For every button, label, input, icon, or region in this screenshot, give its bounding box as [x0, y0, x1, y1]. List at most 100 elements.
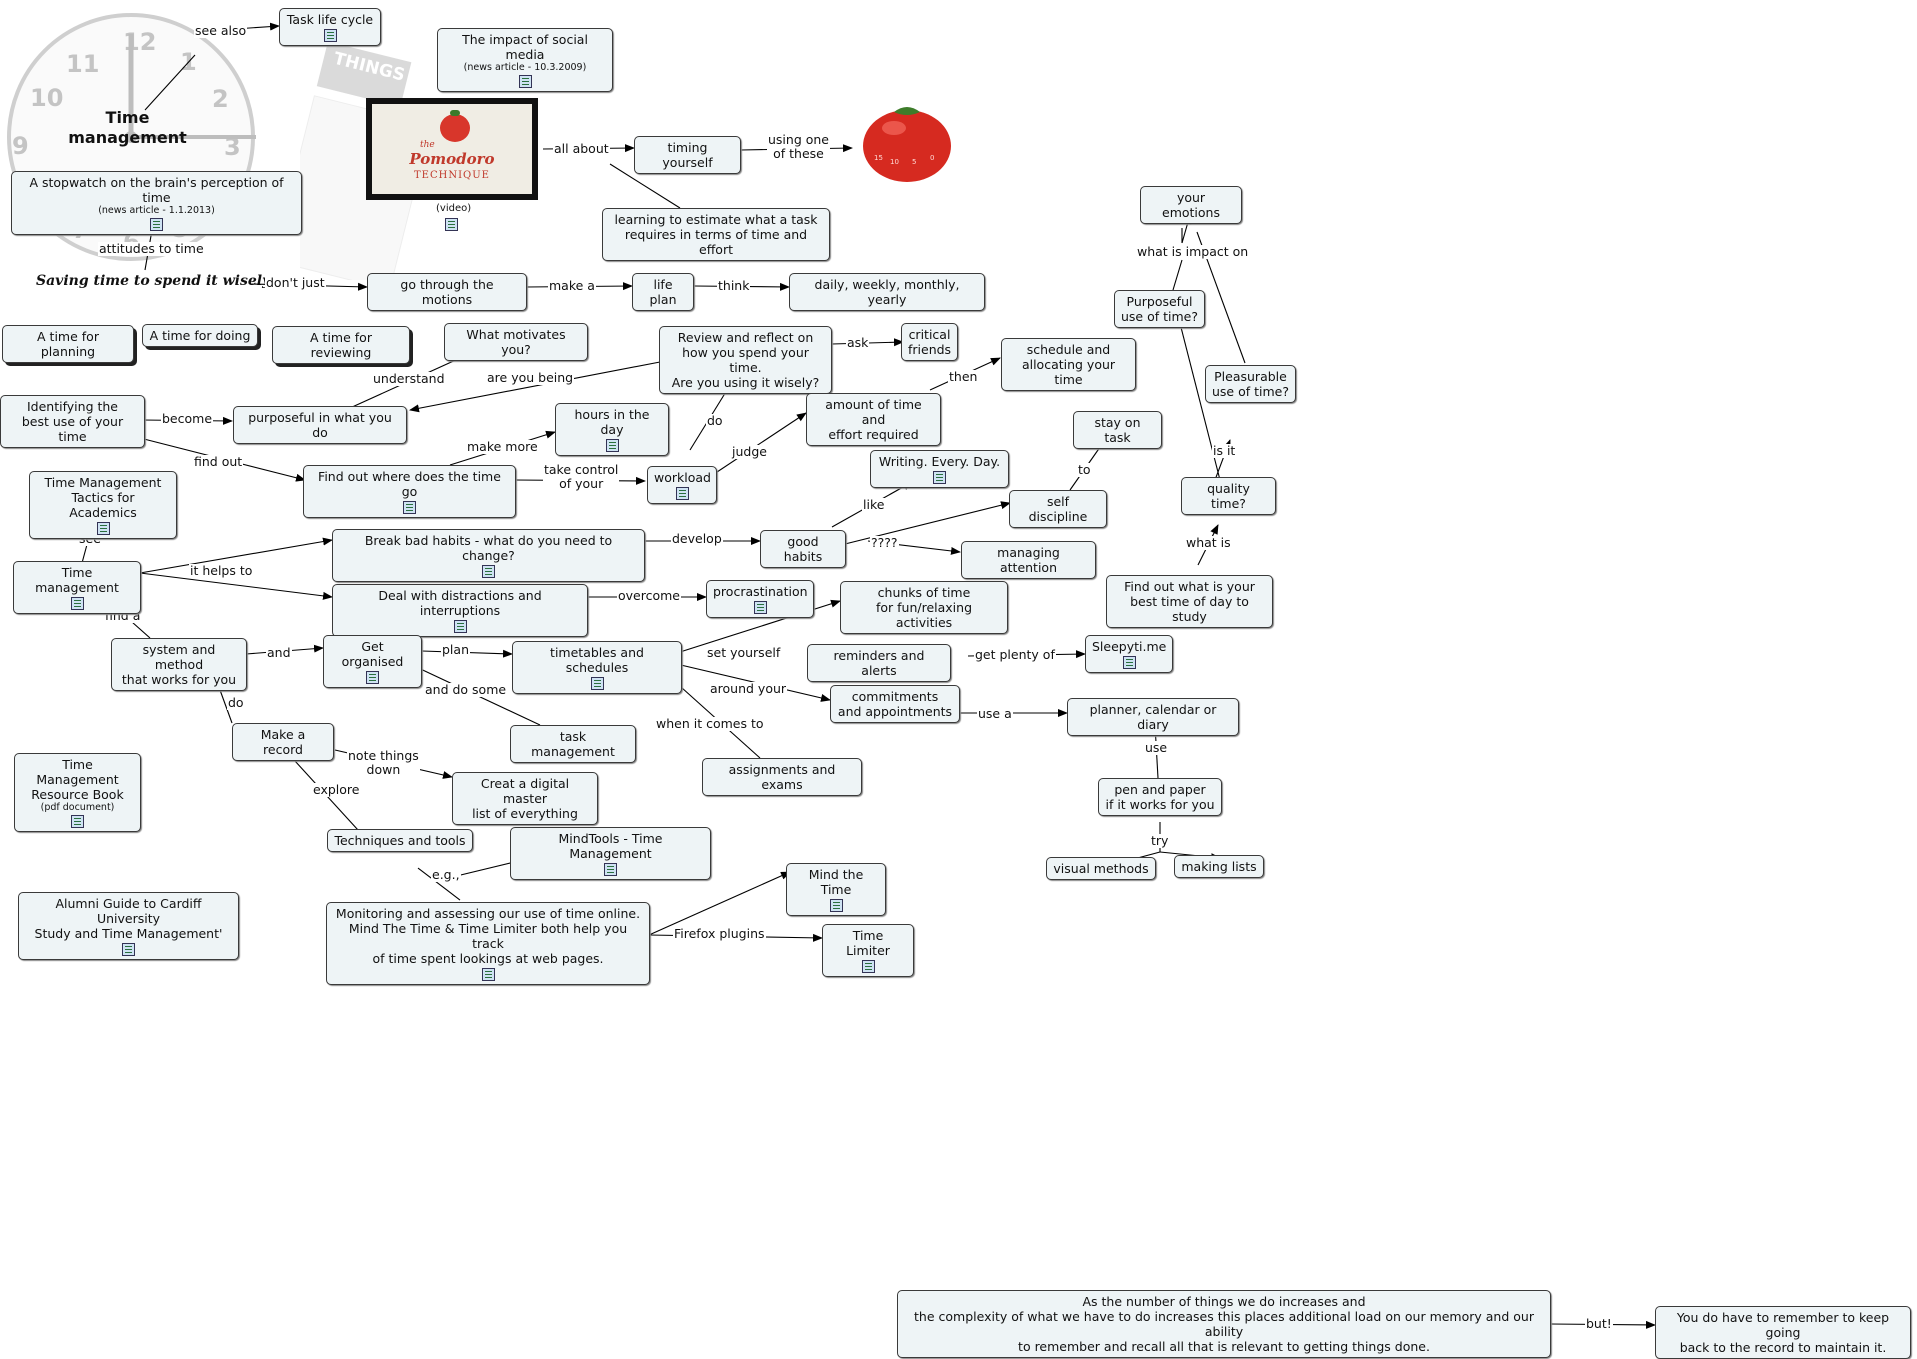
document-icon[interactable]	[453, 620, 467, 633]
document-icon[interactable]	[481, 968, 495, 981]
document-icon[interactable]	[71, 815, 84, 828]
node-time-management[interactable]: Time management	[13, 561, 141, 614]
document-icon[interactable]	[150, 218, 163, 231]
node-amount-of-time[interactable]: amount of time and effort required	[806, 393, 941, 446]
node-purposeful-in-what-you-do[interactable]: purposeful in what you do	[233, 406, 407, 444]
node-sublabel: (news article - 10.3.2009)	[463, 62, 587, 73]
document-icon[interactable]	[323, 29, 337, 42]
node-time-for-planning[interactable]: A time for planning	[2, 325, 134, 363]
link-label-take-control: take control of your	[543, 462, 620, 491]
node-timing-yourself[interactable]: timing yourself	[634, 136, 741, 174]
node-review-reflect[interactable]: Review and reflect on how you spend your…	[659, 326, 832, 394]
node-hours-in-the-day[interactable]: hours in the day	[555, 403, 669, 456]
node-timetables-schedules[interactable]: timetables and schedules	[512, 641, 682, 694]
node-mind-the-time[interactable]: Mind the Time	[786, 863, 886, 916]
node-writing-every-day[interactable]: Writing. Every. Day.	[870, 450, 1009, 488]
node-reminders-alerts[interactable]: reminders and alerts	[807, 644, 951, 682]
node-time-for-doing[interactable]: A time for doing	[142, 324, 258, 347]
video-the-text: the	[420, 140, 435, 150]
link-label-what-impact: what is impact on	[1136, 244, 1250, 259]
link-label-and: and	[266, 645, 292, 660]
node-assignments-exams[interactable]: assignments and exams	[702, 758, 862, 796]
document-icon[interactable]	[122, 943, 135, 956]
node-daily-weekly[interactable]: daily, weekly, monthly, yearly	[789, 273, 985, 311]
node-workload[interactable]: workload	[647, 466, 717, 504]
document-icon[interactable]	[675, 487, 689, 500]
node-time-for-reviewing[interactable]: A time for reviewing	[272, 326, 410, 364]
document-icon[interactable]	[933, 471, 946, 484]
node-tm-tactics[interactable]: Time Management Tactics for Academics	[29, 471, 177, 539]
timer-tick-15: 15	[874, 154, 883, 162]
node-life-plan[interactable]: life plan	[632, 273, 694, 311]
node-social-media[interactable]: The impact of social media(news article …	[437, 28, 613, 92]
node-schedule-allocating[interactable]: schedule and allocating your time	[1001, 338, 1136, 391]
link-label-then: then	[948, 369, 979, 384]
node-find-where-time-goes[interactable]: Find out where does the time go	[303, 465, 516, 518]
clock-number-10: 10	[30, 84, 63, 112]
node-task-management[interactable]: task management	[510, 725, 636, 763]
document-icon[interactable]	[482, 565, 495, 578]
node-techniques-tools[interactable]: Techniques and tools	[327, 829, 473, 852]
node-pen-and-paper[interactable]: pen and paper if it works for you	[1098, 778, 1222, 816]
document-icon[interactable]	[403, 501, 416, 514]
node-label: Time Management Tactics for Academics	[44, 475, 162, 520]
node-make-a-record[interactable]: Make a record	[232, 723, 334, 761]
link-label-dont-just: don't just	[265, 275, 326, 290]
node-self-discipline[interactable]: self discipline	[1009, 490, 1107, 528]
node-planner-calendar[interactable]: planner, calendar or diary	[1067, 698, 1239, 736]
document-icon[interactable]	[753, 601, 767, 614]
node-label: Alumni Guide to Cardiff University Study…	[34, 896, 223, 941]
node-find-best-time[interactable]: Find out what is your best time of day t…	[1106, 575, 1273, 628]
node-label: Writing. Every. Day.	[878, 454, 1001, 469]
node-procrastination[interactable]: procrastination	[706, 580, 814, 618]
video-brand-text: Pomodoro	[409, 150, 495, 168]
node-system-and-method[interactable]: system and method that works for you	[111, 638, 247, 691]
node-break-bad-habits[interactable]: Break bad habits - what do you need to c…	[332, 529, 645, 582]
document-icon[interactable]	[605, 439, 619, 452]
node-learning-estimate[interactable]: learning to estimate what a task require…	[602, 208, 830, 261]
document-icon[interactable]	[861, 960, 875, 973]
node-label: Sleepyti.me	[1092, 639, 1167, 654]
node-managing-attention[interactable]: managing attention	[961, 541, 1096, 579]
node-get-organised[interactable]: Get organised	[323, 635, 422, 688]
node-good-habits[interactable]: good habits	[760, 530, 846, 568]
node-mindtools[interactable]: MindTools - Time Management	[510, 827, 711, 880]
document-icon[interactable]	[1122, 656, 1136, 669]
video-link-icon[interactable]	[445, 218, 458, 231]
node-pleasurable-use[interactable]: Pleasurable use of time?	[1205, 365, 1296, 403]
document-icon[interactable]	[518, 75, 532, 88]
node-digital-master-list[interactable]: Creat a digital master list of everythin…	[452, 772, 598, 825]
node-number-of-things[interactable]: As the number of things we do increases …	[897, 1290, 1551, 1358]
node-go-through-motions[interactable]: go through the motions	[367, 273, 527, 311]
document-icon[interactable]	[70, 597, 84, 610]
document-icon[interactable]	[829, 899, 843, 912]
document-icon[interactable]	[590, 677, 604, 690]
node-making-lists[interactable]: making lists	[1174, 855, 1264, 878]
node-identifying-best-use[interactable]: Identifying the best use of your time	[0, 395, 145, 448]
link-label-like: like	[862, 497, 886, 512]
document-icon[interactable]	[366, 671, 379, 684]
node-visual-methods[interactable]: visual methods	[1046, 857, 1156, 880]
node-remember-keep-going[interactable]: You do have to remember to keep going ba…	[1655, 1306, 1911, 1359]
node-sleepytime[interactable]: Sleepyti.me	[1085, 635, 1173, 673]
document-icon[interactable]	[96, 522, 110, 535]
node-your-emotions[interactable]: your emotions	[1140, 186, 1242, 224]
node-time-limiter[interactable]: Time Limiter	[822, 924, 914, 977]
node-critical-friends[interactable]: critical friends	[901, 323, 958, 361]
pomodoro-video[interactable]: the Pomodoro TECHNIQUE	[366, 98, 538, 200]
node-label: Break bad habits - what do you need to c…	[364, 533, 613, 563]
node-monitoring[interactable]: Monitoring and assessing our use of time…	[326, 902, 650, 985]
node-deal-with-distractions[interactable]: Deal with distractions and interruptions	[332, 584, 588, 637]
link-label-use-a: use a	[977, 706, 1013, 721]
node-alumni-guide[interactable]: Alumni Guide to Cardiff University Study…	[18, 892, 239, 960]
node-commitments[interactable]: commitments and appointments	[830, 685, 960, 723]
node-purposeful-use[interactable]: Purposeful use of time?	[1114, 290, 1205, 328]
document-icon[interactable]	[604, 863, 617, 876]
node-chunks-of-time[interactable]: chunks of time for fun/relaxing activiti…	[840, 581, 1008, 634]
node-stay-on-task[interactable]: stay on task	[1073, 411, 1162, 449]
node-what-motivates[interactable]: What motivates you?	[444, 323, 588, 361]
node-quality-time[interactable]: quality time?	[1181, 477, 1276, 515]
node-task-life-cycle[interactable]: Task life cycle	[279, 8, 381, 46]
node-stopwatch[interactable]: A stopwatch on the brain's perception of…	[11, 171, 302, 235]
node-resource-book[interactable]: Time Management Resource Book(pdf docume…	[14, 753, 141, 832]
